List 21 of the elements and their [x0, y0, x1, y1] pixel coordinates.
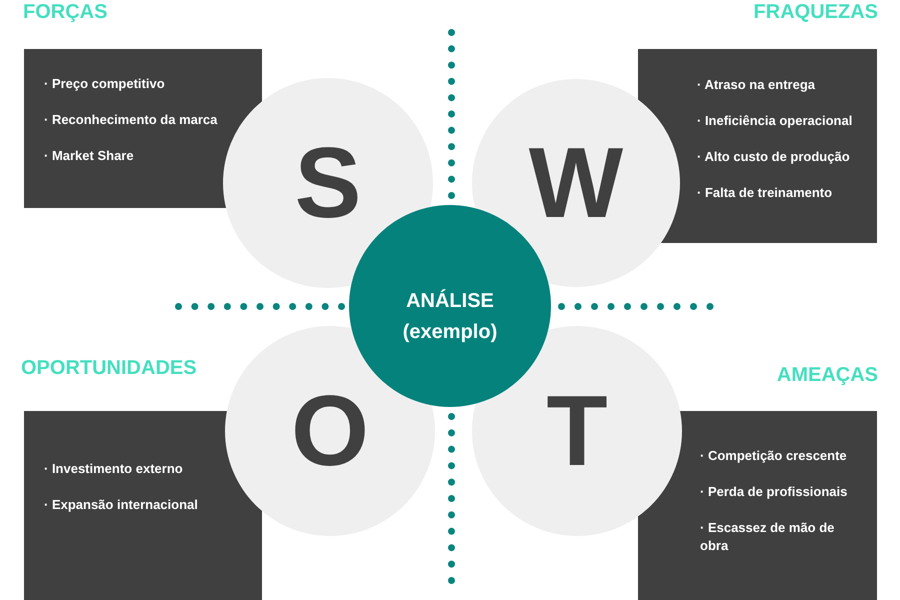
list-item: · Ineficiência operacional [697, 112, 852, 130]
quadrant-heading: FORÇAS [23, 0, 108, 24]
list-item: · Competição crescente [700, 447, 847, 465]
list-item: · Market Share [44, 147, 134, 165]
list-item: · Reconhecimento da marca [44, 111, 218, 129]
swot-letter: W [528, 133, 624, 233]
list-item: · Preço competitivo [44, 75, 165, 93]
list-item: · Expansão internacional [44, 496, 198, 514]
center-title: ANÁLISE (exemplo) [402, 288, 498, 345]
swot-letter: O [291, 381, 369, 481]
swot-letter: T [546, 381, 608, 481]
list-item: · Perda de profissionais [700, 483, 848, 501]
list-item: · Escassez de mão de obra [700, 519, 836, 555]
quadrant-heading: OPORTUNIDADES [21, 356, 197, 380]
quadrant-heading: AMEAÇAS [776, 363, 878, 387]
list-item: · Atraso na entrega [697, 76, 815, 94]
quadrant-heading: FRAQUEZAS [754, 0, 878, 24]
list-item: · Alto custo de produção [697, 148, 850, 166]
swot-letter: S [294, 133, 362, 233]
list-item: · Investimento externo [44, 460, 183, 478]
list-item: · Falta de treinamento [697, 184, 832, 202]
